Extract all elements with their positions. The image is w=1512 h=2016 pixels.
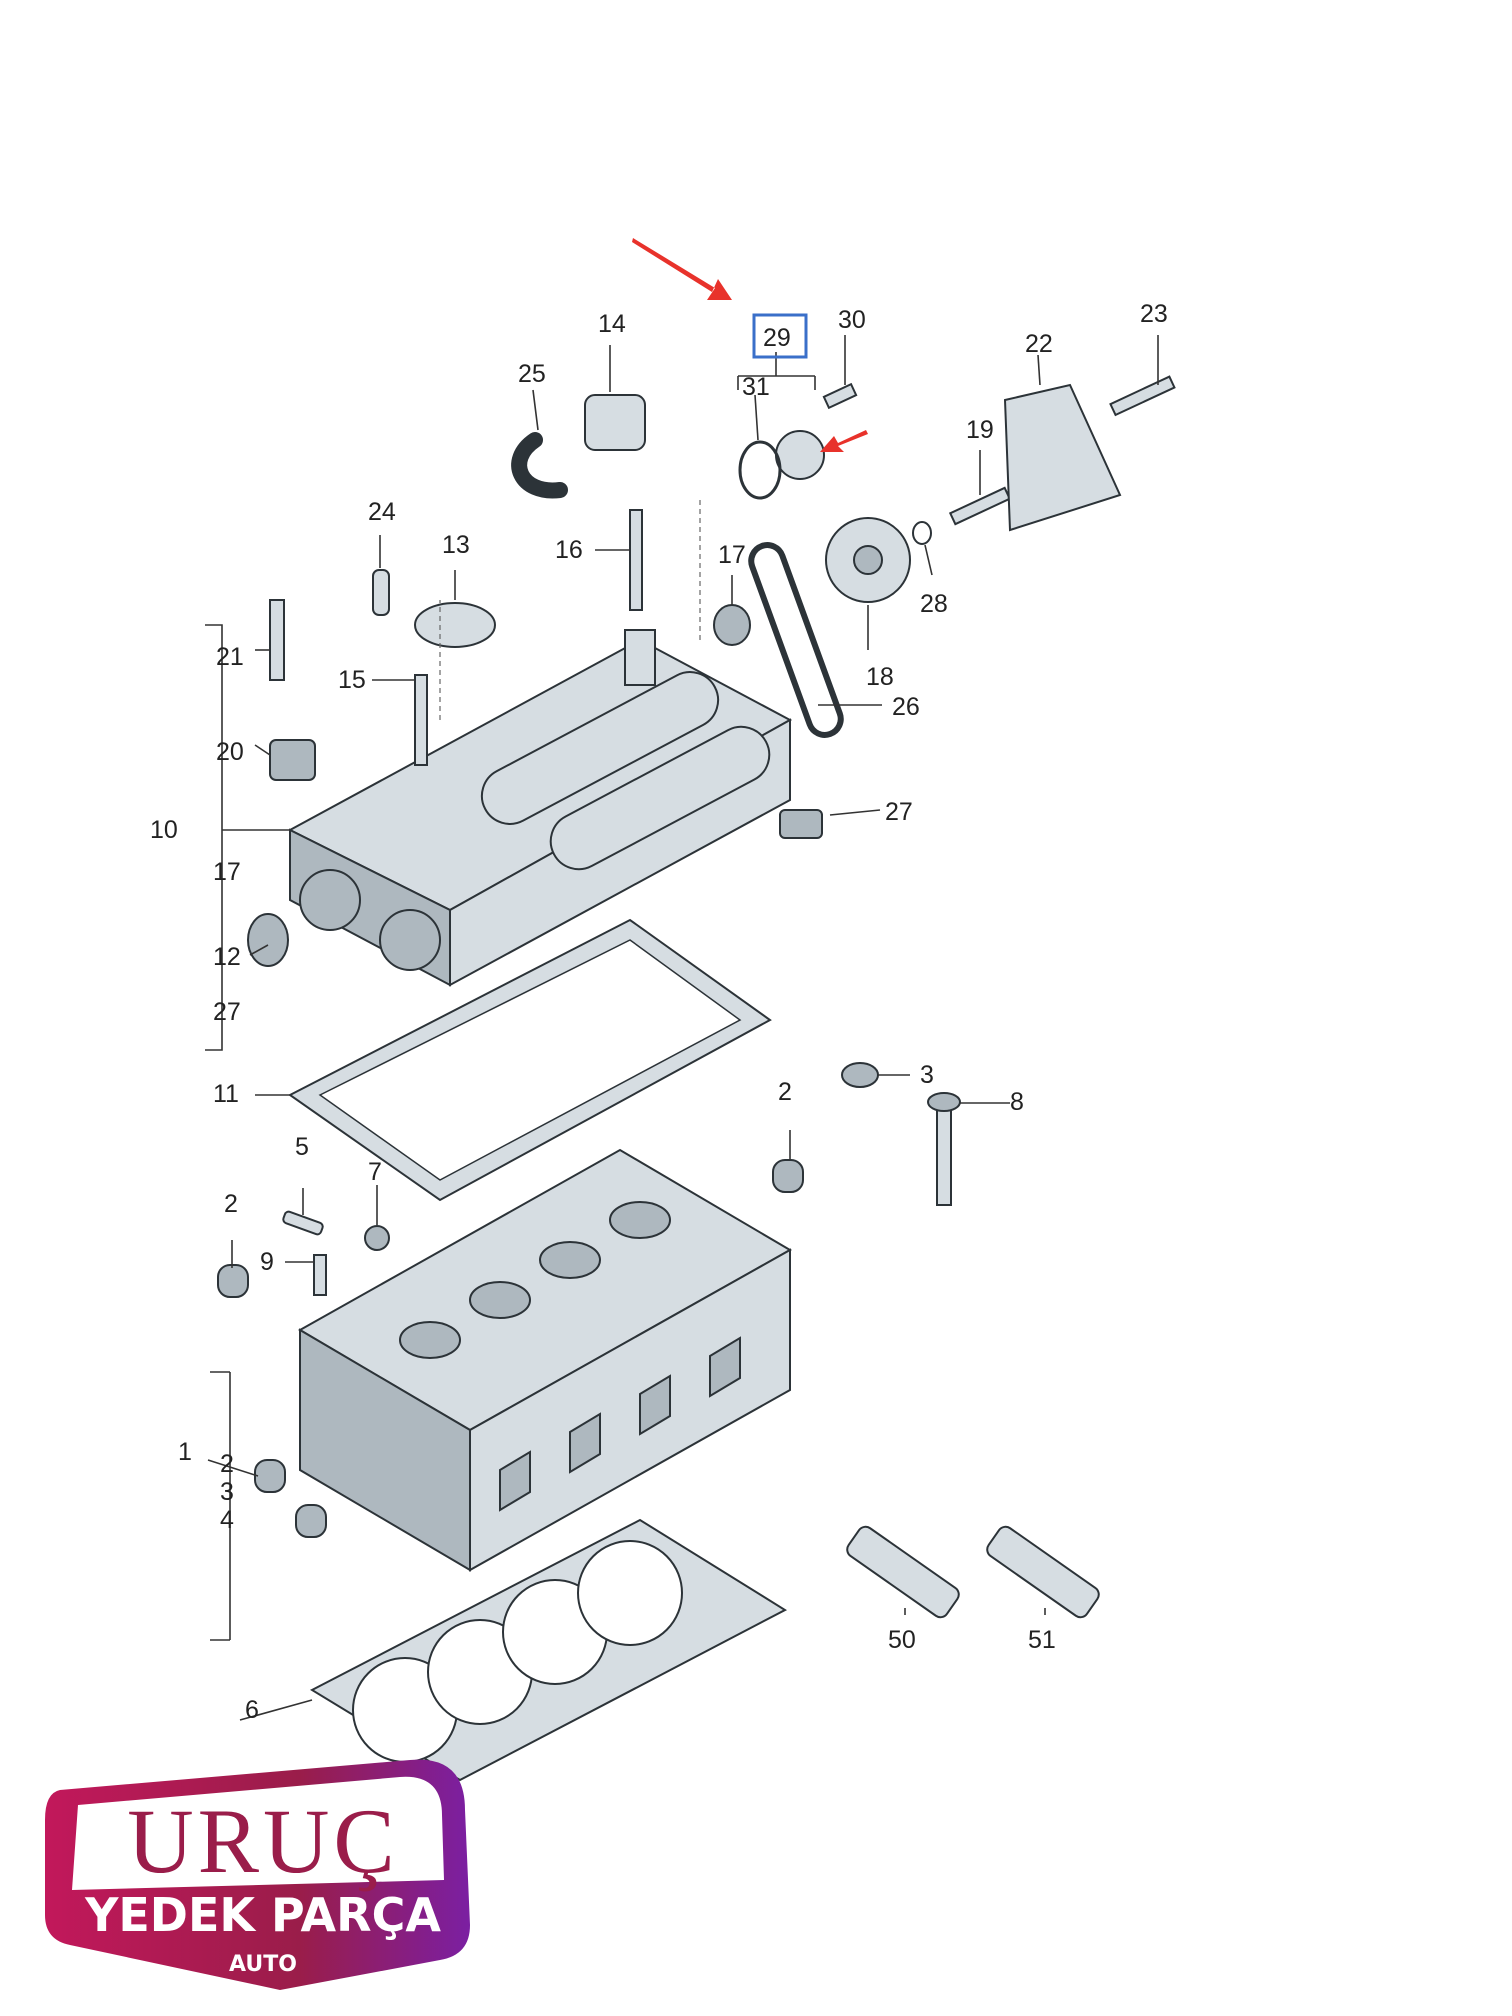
red-arrow-icon [820,430,868,452]
callout-20: 20 [216,738,244,766]
callout-27: 27 [213,998,241,1026]
callout-2: 2 [220,1450,234,1478]
callout-26: 26 [892,693,920,721]
callout-2: 2 [778,1078,792,1106]
small-parts [217,375,1176,1619]
callout-17: 17 [718,541,746,569]
callout-2: 2 [224,1190,238,1218]
callout-5: 5 [295,1133,309,1161]
red-arrow-icon [632,238,732,300]
callout-9: 9 [260,1248,274,1276]
callout-labels: 1 2 2 2 3 3 4 5 6 7 8 9 10 11 12 13 14 1… [150,300,1168,1724]
cylinder-head-gasket [309,1518,788,1782]
callout-30: 30 [838,306,866,334]
logo-subtitle-text: YEDEK PARÇA [85,1888,441,1942]
callout-3: 3 [920,1061,934,1089]
callout-23: 23 [1140,300,1168,328]
callout-18: 18 [866,663,894,691]
logo-tag-text: AUTO [229,1952,297,1977]
logo: URUÇ YEDEK PARÇA AUTO [48,1760,478,2000]
callout-51: 51 [1028,1626,1056,1654]
callout-21: 21 [216,643,244,671]
callout-31: 31 [742,373,770,401]
highlight-box [752,313,808,359]
cylinder-head [297,1148,793,1572]
callout-8: 8 [1010,1088,1024,1116]
highlight-part-29: 29 [752,313,808,359]
leader-lines [205,335,1159,1721]
callout-22: 22 [1025,330,1053,358]
callout-16: 16 [555,536,583,564]
cover-gasket [288,918,772,1202]
callout-25: 25 [518,360,546,388]
callout-7: 7 [368,1158,382,1186]
logo-badge [45,1759,470,1990]
callout-11: 11 [213,1080,239,1108]
callout-50: 50 [888,1626,916,1654]
callout-14: 14 [598,310,626,338]
callout-17: 17 [213,858,241,886]
callout-19: 19 [966,416,994,444]
callout-3: 3 [220,1478,234,1506]
callout-29: 29 [763,324,791,352]
highlight-arrows [632,238,868,452]
callout-28: 28 [920,590,948,618]
callout-4: 4 [220,1506,234,1534]
callout-24: 24 [368,498,396,526]
callout-27: 27 [885,798,913,826]
camshaft-housing [287,629,793,987]
callout-6: 6 [245,1696,259,1724]
callout-15: 15 [338,666,366,694]
callout-10: 10 [150,816,178,844]
callout-1: 1 [178,1438,192,1466]
callout-13: 13 [442,531,470,559]
callout-12: 12 [213,943,241,971]
logo-brand-text: URUÇ [127,1790,399,1892]
